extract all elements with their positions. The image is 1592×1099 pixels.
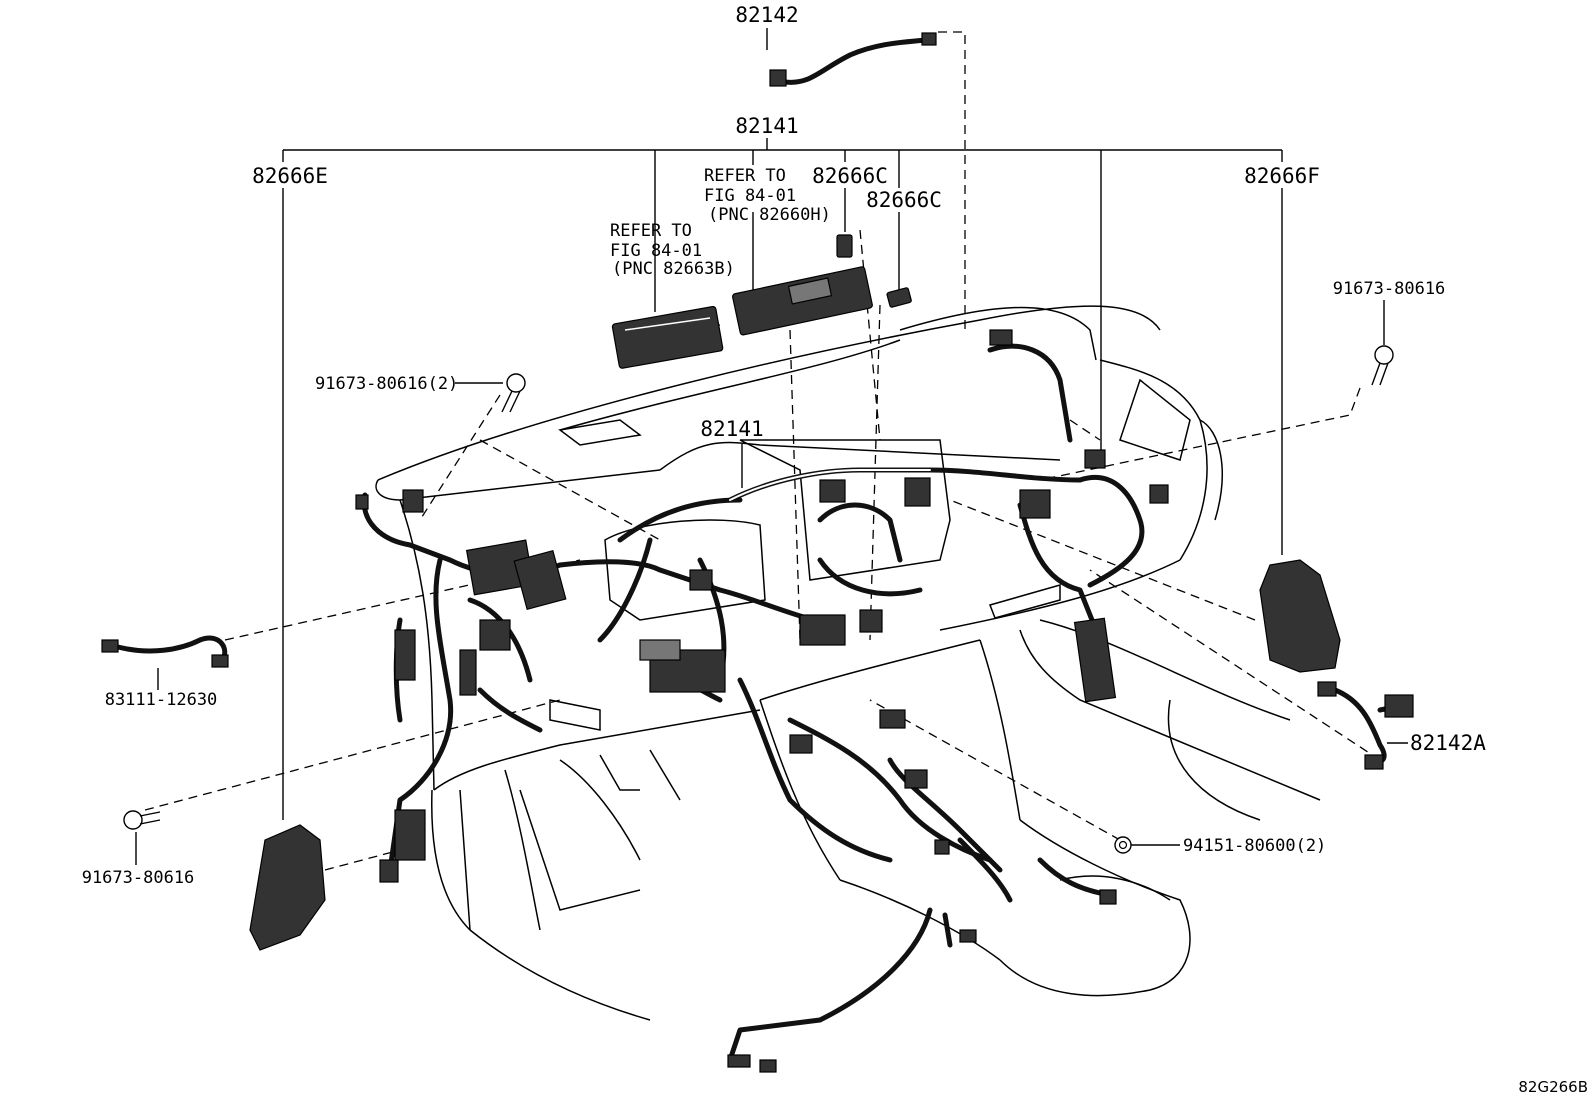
- harness-callout-bracket: [282, 138, 1283, 450]
- label-94151: 94151-80600(2): [1183, 836, 1326, 856]
- clip-94151: [1114, 836, 1132, 854]
- bracket-82666f: [1259, 559, 1341, 673]
- label-82666e: 82666E: [252, 164, 328, 188]
- leader-lines: [135, 28, 1408, 865]
- label-82142: 82142: [735, 3, 798, 27]
- ref-a-line2: FIG 84-01: [704, 186, 796, 206]
- bolt-91673-right: [1371, 345, 1394, 386]
- ref-a-line3: (PNC 82660H): [708, 205, 831, 225]
- bracket-82666e: [249, 824, 326, 951]
- wire-83111: [101, 635, 229, 668]
- label-91673-right: 91673-80616: [1333, 279, 1446, 299]
- label-82142a: 82142A: [1410, 731, 1486, 755]
- label-83111: 83111-12630: [105, 690, 218, 710]
- label-82141-mid: 82141: [700, 417, 763, 441]
- ref-b-line3: (PNC 82663B): [612, 259, 735, 279]
- bolt-91673-mid: [501, 373, 526, 413]
- wire-82142-top: [769, 32, 937, 87]
- ref-b-line2: FIG 84-01: [610, 241, 702, 261]
- ref-b-line1: REFER TO: [610, 221, 692, 241]
- part-labels: 82142 82141 82666E 82666C 82666C 82666F …: [82, 3, 1588, 1096]
- ref-a-line1: REFER TO: [704, 166, 786, 186]
- switch-module-82660h: [732, 266, 873, 336]
- label-82666c-a: 82666C: [812, 164, 888, 188]
- label-82141-top: 82141: [735, 114, 798, 138]
- wire-82142a: [1317, 681, 1414, 770]
- harness-connectors: [355, 329, 1169, 1073]
- label-91673-2: 91673-80616(2): [315, 374, 458, 394]
- instrument-panel-outline: [375, 305, 1321, 1021]
- diagram-id: 82G266B: [1518, 1078, 1588, 1096]
- switch-module-82663b: [611, 306, 724, 369]
- label-82666f: 82666F: [1244, 164, 1320, 188]
- connector-82666c-b: [886, 287, 912, 308]
- bolt-91673-left: [123, 810, 161, 830]
- label-91673-left: 91673-80616: [82, 868, 195, 888]
- label-82666c-b: 82666C: [866, 188, 942, 212]
- connector-82666c-a: [836, 234, 853, 258]
- main-wire-harness-82141: [361, 343, 1145, 1063]
